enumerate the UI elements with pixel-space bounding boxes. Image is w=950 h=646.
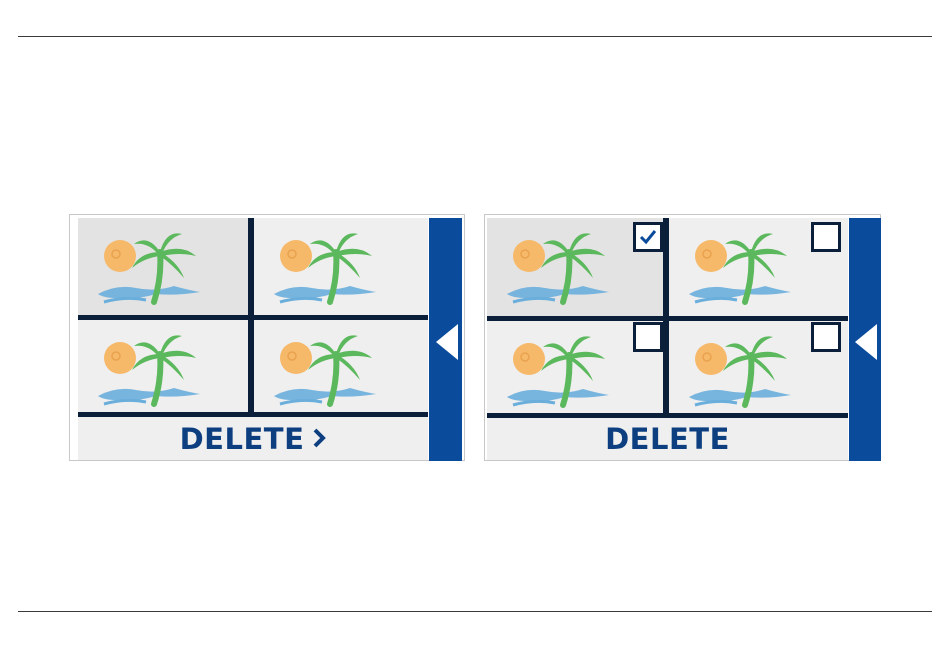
delete-label: DELETE	[180, 422, 305, 456]
checkbox-1[interactable]	[633, 222, 663, 252]
checkbox-2[interactable]	[811, 222, 841, 252]
palm-tree-sun-icon	[96, 222, 206, 312]
palm-tree-sun-icon	[96, 324, 206, 412]
triangle-left-icon	[436, 324, 458, 360]
side-tab[interactable]	[429, 218, 462, 461]
checkbox-4[interactable]	[811, 322, 841, 352]
device-screen-browse: DELETE	[69, 214, 465, 461]
palm-tree-sun-icon	[505, 222, 615, 312]
thumbnail-3[interactable]	[78, 320, 248, 412]
delete-button[interactable]: DELETE	[78, 417, 428, 460]
bottom-rule	[18, 611, 932, 612]
thumbnail-1[interactable]	[78, 218, 248, 315]
palm-tree-sun-icon	[687, 325, 797, 413]
palm-tree-sun-icon	[272, 222, 382, 312]
checkmark-icon	[639, 228, 657, 246]
thumbnail-grid: DELETE	[487, 218, 848, 460]
thumbnail-grid: DELETE	[78, 218, 428, 460]
thumbnail-2[interactable]	[254, 218, 428, 315]
side-tab[interactable]	[849, 218, 881, 461]
device-screen-delete: DELETE	[484, 214, 881, 461]
top-rule	[18, 36, 932, 37]
chevron-right-icon	[312, 422, 326, 456]
triangle-left-icon	[855, 324, 877, 360]
checkbox-3[interactable]	[633, 322, 663, 352]
palm-tree-sun-icon	[505, 325, 615, 413]
palm-tree-sun-icon	[687, 222, 797, 312]
thumbnail-4[interactable]	[254, 320, 428, 412]
delete-button[interactable]: DELETE	[487, 418, 848, 460]
delete-label: DELETE	[605, 422, 730, 456]
palm-tree-sun-icon	[272, 324, 382, 412]
